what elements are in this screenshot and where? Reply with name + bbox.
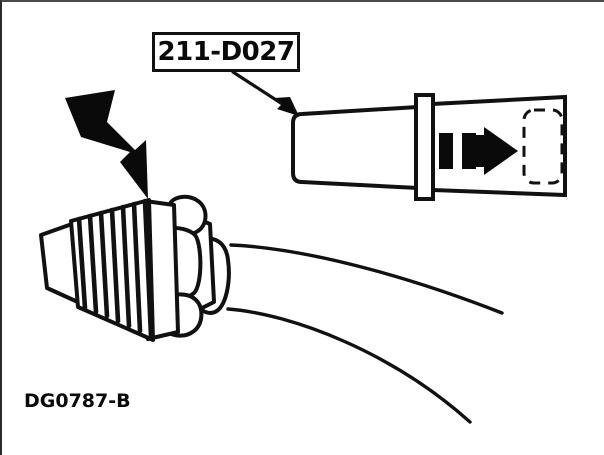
callout-leader-arrowhead xyxy=(274,97,299,116)
figure-code-label: DG0787-B xyxy=(24,390,131,412)
part-number-callout-box: 211-D027 xyxy=(152,32,300,72)
insertion-direction-arrow xyxy=(471,127,518,175)
sensor-thread-crests xyxy=(76,198,154,339)
assembly-pointer-arrow xyxy=(65,90,148,199)
sleeve-flange-ridge xyxy=(414,93,435,201)
threaded-sensor-body xyxy=(39,194,231,342)
sleeve-hidden-bore-outline xyxy=(522,108,564,185)
special-tool-sleeve xyxy=(291,93,567,201)
wire-harness xyxy=(226,243,504,424)
callout-leader-group xyxy=(231,70,299,116)
motion-bar-1 xyxy=(439,133,453,169)
wire-lower-edge xyxy=(226,307,472,424)
callout-leader-line xyxy=(231,70,292,111)
sleeve-narrow-body xyxy=(291,105,420,190)
wire-upper-edge xyxy=(229,243,504,315)
part-number-text: 211-D027 xyxy=(157,37,295,67)
